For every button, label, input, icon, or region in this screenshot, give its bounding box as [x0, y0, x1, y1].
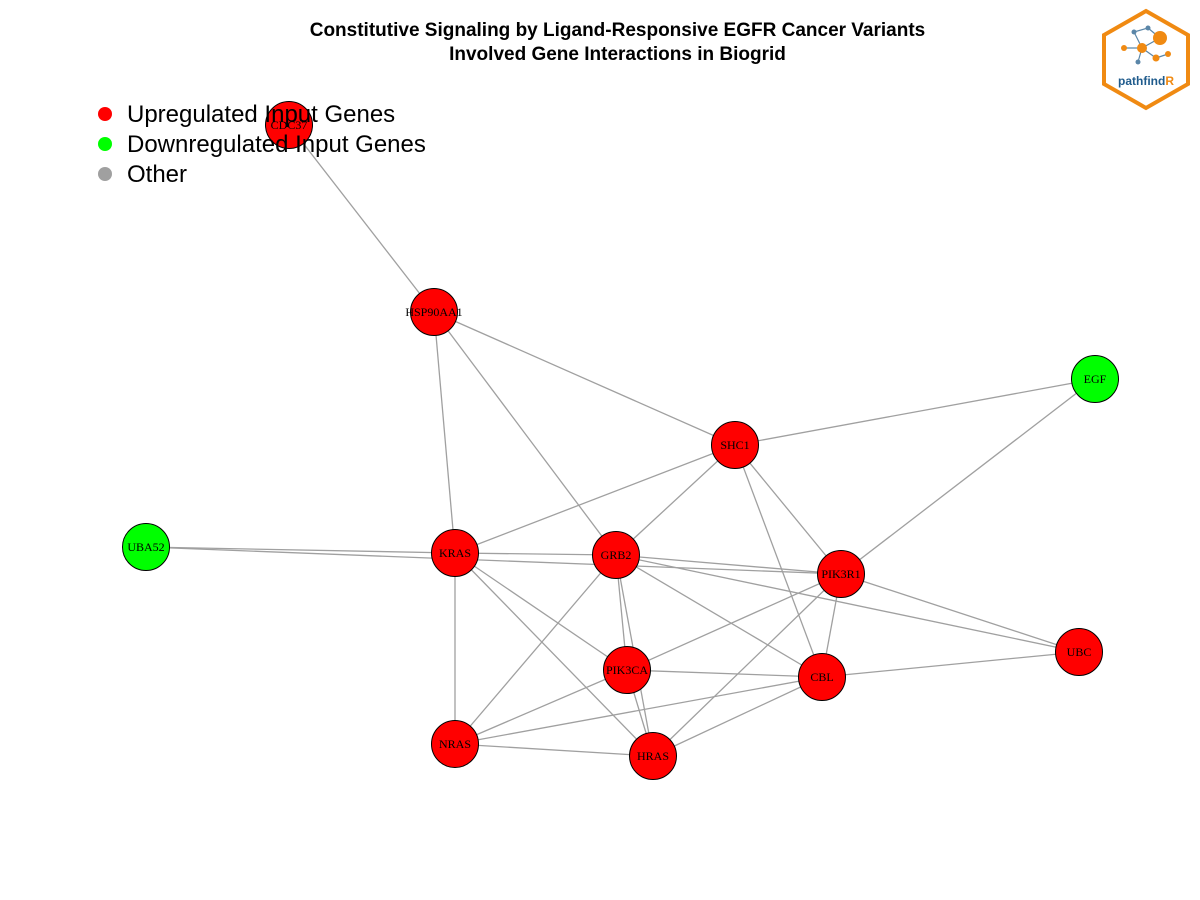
node-circle-hsp90aa1	[410, 288, 458, 336]
node-circle-ubc	[1055, 628, 1103, 676]
edge-shc1-cbl	[734, 444, 823, 678]
node-circle-grb2	[592, 531, 640, 579]
edge-grb2-nras	[454, 554, 617, 745]
edge-uba52-pik3r1	[145, 546, 842, 575]
chart-title: Constitutive Signaling by Ligand-Respons…	[309, 20, 926, 41]
edge-kras-pik3ca	[454, 552, 628, 671]
node-circle-cbl	[798, 653, 846, 701]
edge-pik3ca-nras	[454, 669, 628, 745]
edge-cdc37-hsp90aa1	[288, 124, 435, 313]
edge-shc1-grb2	[615, 444, 736, 556]
edge-cbl-ubc	[821, 651, 1080, 678]
node-nras: NRAS	[431, 720, 479, 768]
node-label-shc1: SHC1	[720, 438, 749, 452]
downregulated-dot-icon	[98, 137, 112, 151]
node-label-ubc: UBC	[1067, 645, 1092, 659]
node-circle-pik3r1	[817, 550, 865, 598]
edges-layer	[145, 124, 1096, 757]
node-circle-pik3ca	[603, 646, 651, 694]
node-circle-cdc37	[265, 101, 313, 149]
node-hras: HRAS	[629, 732, 677, 780]
edge-grb2-pik3r1	[615, 554, 842, 575]
node-label-hras: HRAS	[637, 749, 669, 763]
edge-cbl-nras	[454, 676, 823, 745]
edge-grb2-ubc	[615, 554, 1080, 653]
node-circle-shc1	[711, 421, 759, 469]
node-label-uba52: UBA52	[127, 540, 164, 554]
edge-pik3r1-ubc	[840, 573, 1080, 653]
logo-wordmark: pathfindR	[1100, 74, 1192, 88]
edge-shc1-kras	[454, 444, 736, 554]
node-hsp90aa1: HSP90AA1	[405, 288, 463, 336]
node-ubc: UBC	[1055, 628, 1103, 676]
node-grb2: GRB2	[592, 531, 640, 579]
edge-hsp90aa1-shc1	[433, 311, 736, 446]
node-label-cdc37: CDC37	[271, 118, 308, 132]
logo-text-main: pathfind	[1118, 74, 1166, 88]
node-cbl: CBL	[798, 653, 846, 701]
node-circle-nras	[431, 720, 479, 768]
edge-shc1-pik3r1	[734, 444, 842, 575]
pathfindr-logo: pathfindR	[1100, 8, 1192, 112]
node-label-kras: KRAS	[439, 546, 471, 560]
node-label-pik3r1: PIK3R1	[821, 567, 860, 581]
edge-pik3r1-hras	[652, 573, 842, 757]
edge-hsp90aa1-grb2	[433, 311, 617, 556]
legend-label-other: Other	[127, 161, 188, 188]
pathfindr-hexagon-icon	[1102, 8, 1190, 111]
node-label-nras: NRAS	[439, 737, 471, 751]
logo-text-accent: R	[1165, 74, 1174, 88]
upregulated-dot-icon	[98, 107, 112, 121]
node-circle-kras	[431, 529, 479, 577]
node-kras: KRAS	[431, 529, 479, 577]
node-pik3ca: PIK3CA	[603, 646, 651, 694]
legend-label-upregulated: Upregulated Input Genes	[127, 101, 396, 128]
chart-subtitle: Involved Gene Interactions in Biogrid	[449, 44, 786, 65]
edge-hsp90aa1-kras	[433, 311, 456, 554]
edge-nras-hras	[454, 743, 654, 757]
edge-pik3ca-cbl	[626, 669, 823, 678]
node-label-pik3ca: PIK3CA	[606, 663, 648, 677]
edge-cbl-hras	[652, 676, 823, 757]
node-circle-hras	[629, 732, 677, 780]
edge-egf-pik3r1	[840, 378, 1096, 575]
edge-uba52-kras	[145, 546, 456, 554]
node-label-hsp90aa1: HSP90AA1	[405, 305, 462, 319]
node-circle-egf	[1071, 355, 1119, 403]
node-label-cbl: CBL	[810, 670, 833, 684]
other-dot-icon	[98, 167, 112, 181]
node-pik3r1: PIK3R1	[817, 550, 865, 598]
node-label-grb2: GRB2	[601, 548, 632, 562]
node-shc1: SHC1	[711, 421, 759, 469]
edge-kras-hras	[454, 552, 654, 757]
edge-grb2-cbl	[615, 554, 823, 678]
edge-pik3r1-pik3ca	[626, 573, 842, 671]
node-uba52: UBA52	[122, 523, 170, 571]
legend-label-downregulated: Downregulated Input Genes	[127, 131, 426, 158]
edge-egf-shc1	[734, 378, 1096, 446]
node-egf: EGF	[1071, 355, 1119, 403]
node-cdc37: CDC37	[265, 101, 313, 149]
node-circle-uba52	[122, 523, 170, 571]
edge-kras-grb2	[454, 552, 617, 556]
node-label-egf: EGF	[1084, 372, 1107, 386]
